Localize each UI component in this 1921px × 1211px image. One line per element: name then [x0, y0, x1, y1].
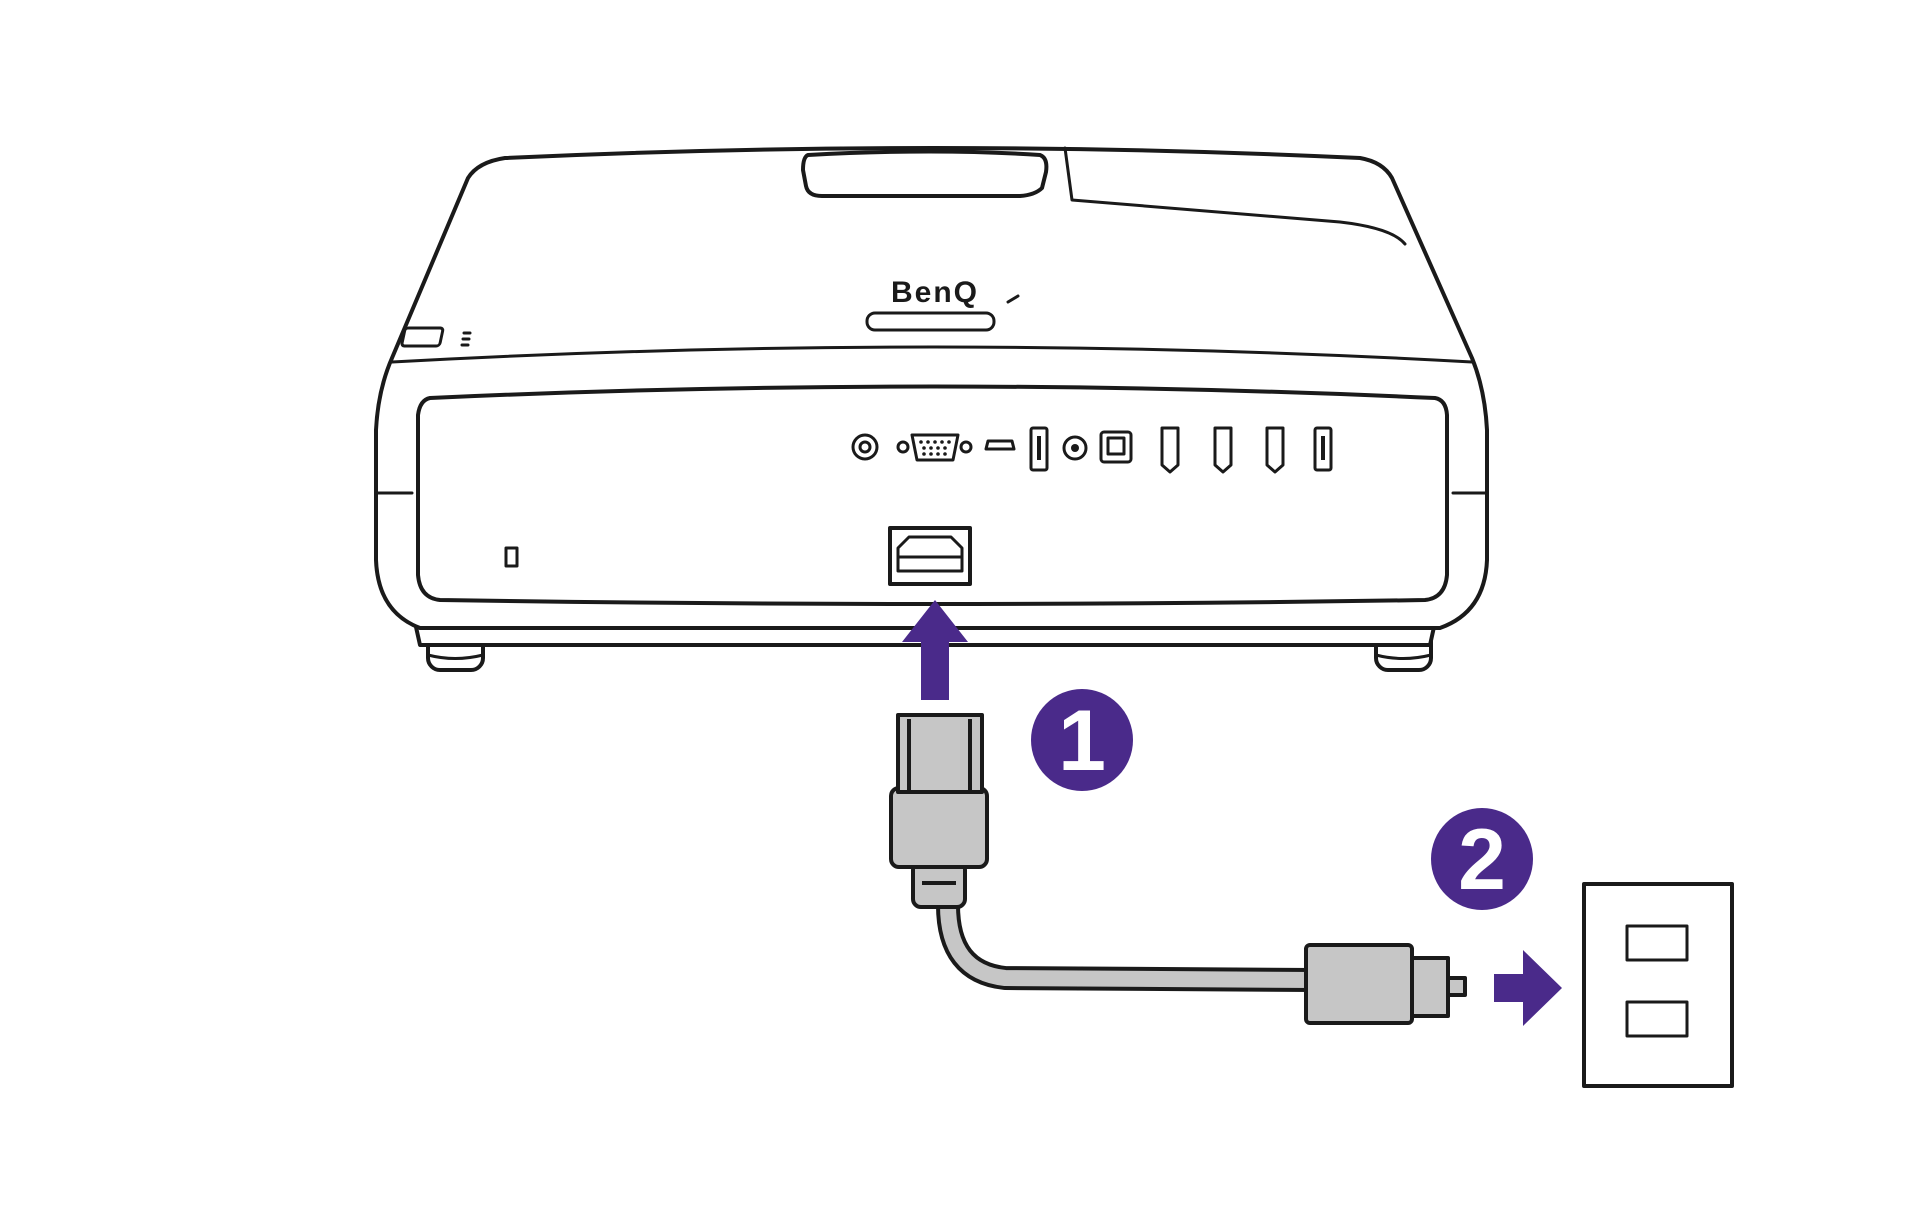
status-indicator-icon: [400, 326, 472, 348]
step-1-number: 1: [1058, 693, 1106, 789]
optical-audio-port: [1099, 430, 1133, 464]
projector-rear-panel: [416, 384, 1449, 606]
io-ports: [851, 426, 1333, 474]
usb-power-port: [1313, 426, 1333, 472]
brand-logo-swoosh: [1006, 294, 1020, 304]
mini-usb-port: [984, 439, 1016, 451]
step-2-badge: 2: [1431, 808, 1533, 910]
audio-in-port: [851, 433, 879, 461]
outlet-socket-top: [1625, 924, 1689, 962]
usb-a-port: [1029, 426, 1049, 472]
ir-sensor-window: [865, 311, 996, 332]
projector-top-panel: [1063, 146, 1407, 246]
security-slot: [504, 546, 519, 568]
hdmi-port-3: [1265, 426, 1285, 474]
arrow-up-icon: [902, 600, 968, 700]
step-1-badge: 1: [1031, 689, 1133, 791]
power-cord: [889, 713, 1467, 1025]
hdmi-port-1: [1160, 426, 1180, 474]
arrow-right-icon: [1494, 950, 1562, 1026]
projector-top-window: [801, 149, 1049, 198]
hdmi-port-2: [1213, 426, 1233, 474]
rca-port: [1062, 435, 1088, 461]
brand-logo: BenQ: [891, 276, 979, 309]
vga-port: [896, 433, 973, 462]
wall-plug: [1304, 943, 1467, 1025]
ac-power-inlet: [888, 526, 972, 586]
projector: BenQ: [374, 146, 1489, 672]
step-2-number: 2: [1458, 812, 1506, 908]
iec-connector: [889, 713, 989, 909]
wall-outlet: [1582, 882, 1734, 1088]
outlet-socket-bottom: [1625, 1000, 1689, 1038]
projector-shoulder: [390, 345, 1474, 364]
